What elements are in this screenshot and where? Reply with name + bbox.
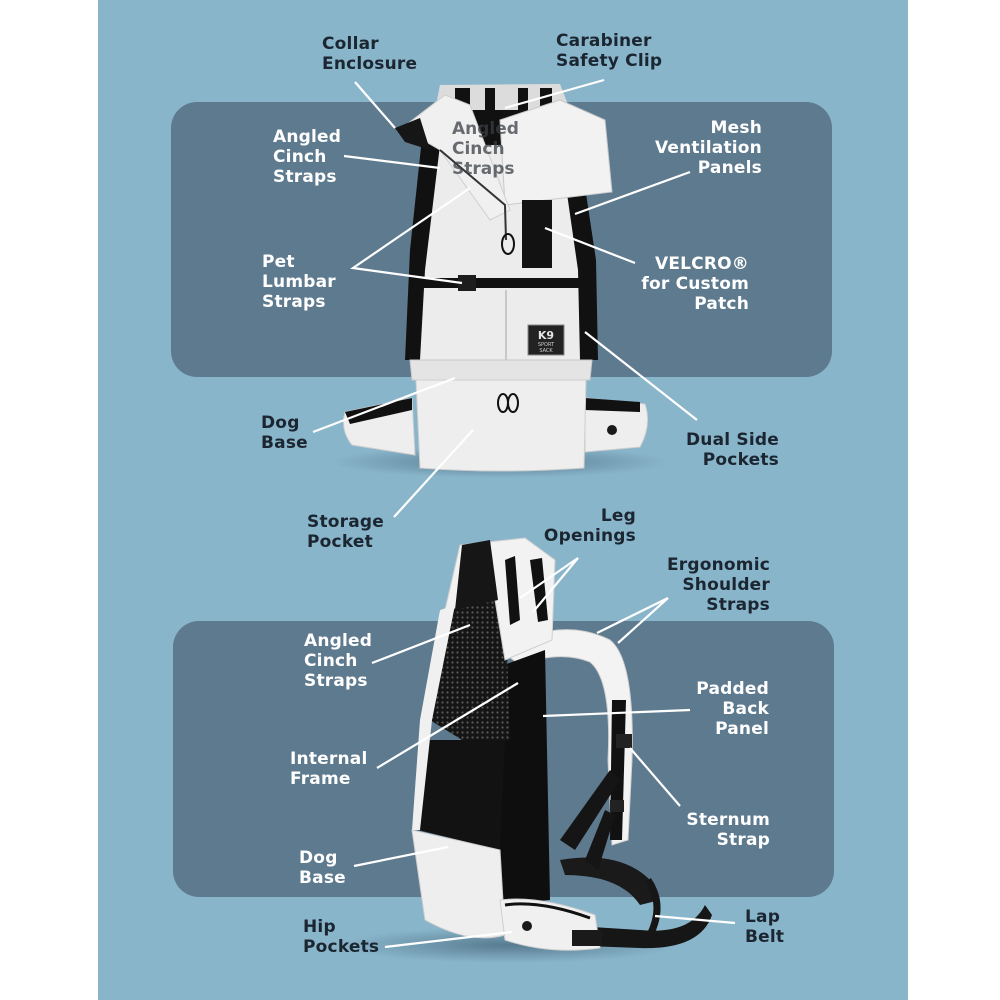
- leader-internal-frame: [376, 682, 519, 769]
- label-padded-back-panel: Padded Back Panel: [696, 679, 769, 739]
- badge-sport: SPORT: [538, 342, 555, 348]
- ghost-overlay-label: Angled Cinch Straps: [452, 119, 519, 179]
- leader-angled-cinch-straps-front: [343, 154, 441, 170]
- front-backpack: K9 SPORT SACK: [330, 84, 670, 478]
- label-angled-cinch-straps-front: Angled Cinch Straps: [273, 127, 342, 187]
- label-carabiner-safety-clip: Carabiner Safety Clip: [556, 31, 663, 71]
- leader-ergonomic-shoulder-straps: [596, 597, 669, 644]
- label-velcro-custom-patch: VELCRO® for Custom Patch: [641, 254, 749, 314]
- leader-hip-pockets: [384, 930, 513, 949]
- label-sternum-strap: Sternum Strap: [686, 810, 770, 850]
- label-angled-cinch-straps-side: Angled Cinch Straps: [304, 631, 373, 691]
- badge-sack: SACK: [539, 348, 553, 354]
- leader-sternum-strap: [629, 747, 681, 807]
- label-pet-lumbar-straps: Pet Lumbar Straps: [262, 252, 336, 312]
- label-internal-frame: Internal Frame: [290, 749, 368, 789]
- leader-leg-openings: [519, 557, 579, 613]
- leader-padded-back-panel: [542, 708, 691, 718]
- label-dog-base-side: Dog Base: [299, 848, 346, 888]
- badge-k9: K9: [538, 329, 554, 342]
- k9-sport-sack-badge: K9 SPORT SACK: [527, 324, 565, 356]
- label-dual-side-pockets: Dual Side Pockets: [685, 430, 779, 470]
- leader-angled-cinch-straps-side: [371, 623, 471, 665]
- leader-dual-side-pockets: [584, 331, 698, 421]
- leader-lap-belt: [654, 914, 736, 925]
- label-hip-pockets: Hip Pockets: [303, 917, 380, 957]
- leader-collar-enclosure: [354, 81, 396, 129]
- leader-carabiner-safety-clip: [504, 78, 605, 110]
- label-dog-base-front: Dog Base: [261, 413, 308, 453]
- leader-storage-pocket: [393, 429, 474, 518]
- leader-mesh-ventilation-panels: [574, 170, 691, 216]
- leader-dog-base-side: [353, 845, 449, 868]
- label-storage-pocket: Storage Pocket: [307, 512, 385, 552]
- side-backpack: [340, 537, 712, 963]
- label-mesh-ventilation-panels: Mesh Ventilation Panels: [654, 118, 762, 178]
- label-ergonomic-shoulder-straps: Ergonomic Shoulder Straps: [666, 555, 770, 615]
- leader-pet-lumbar-straps: [350, 187, 471, 285]
- label-leg-openings: Leg Openings: [543, 506, 636, 546]
- label-lap-belt: Lap Belt: [745, 907, 785, 947]
- label-collar-enclosure: Collar Enclosure: [322, 34, 418, 74]
- leader-dog-base-front: [312, 376, 456, 434]
- leader-lines: [312, 78, 736, 949]
- leader-velcro-custom-patch: [544, 226, 636, 265]
